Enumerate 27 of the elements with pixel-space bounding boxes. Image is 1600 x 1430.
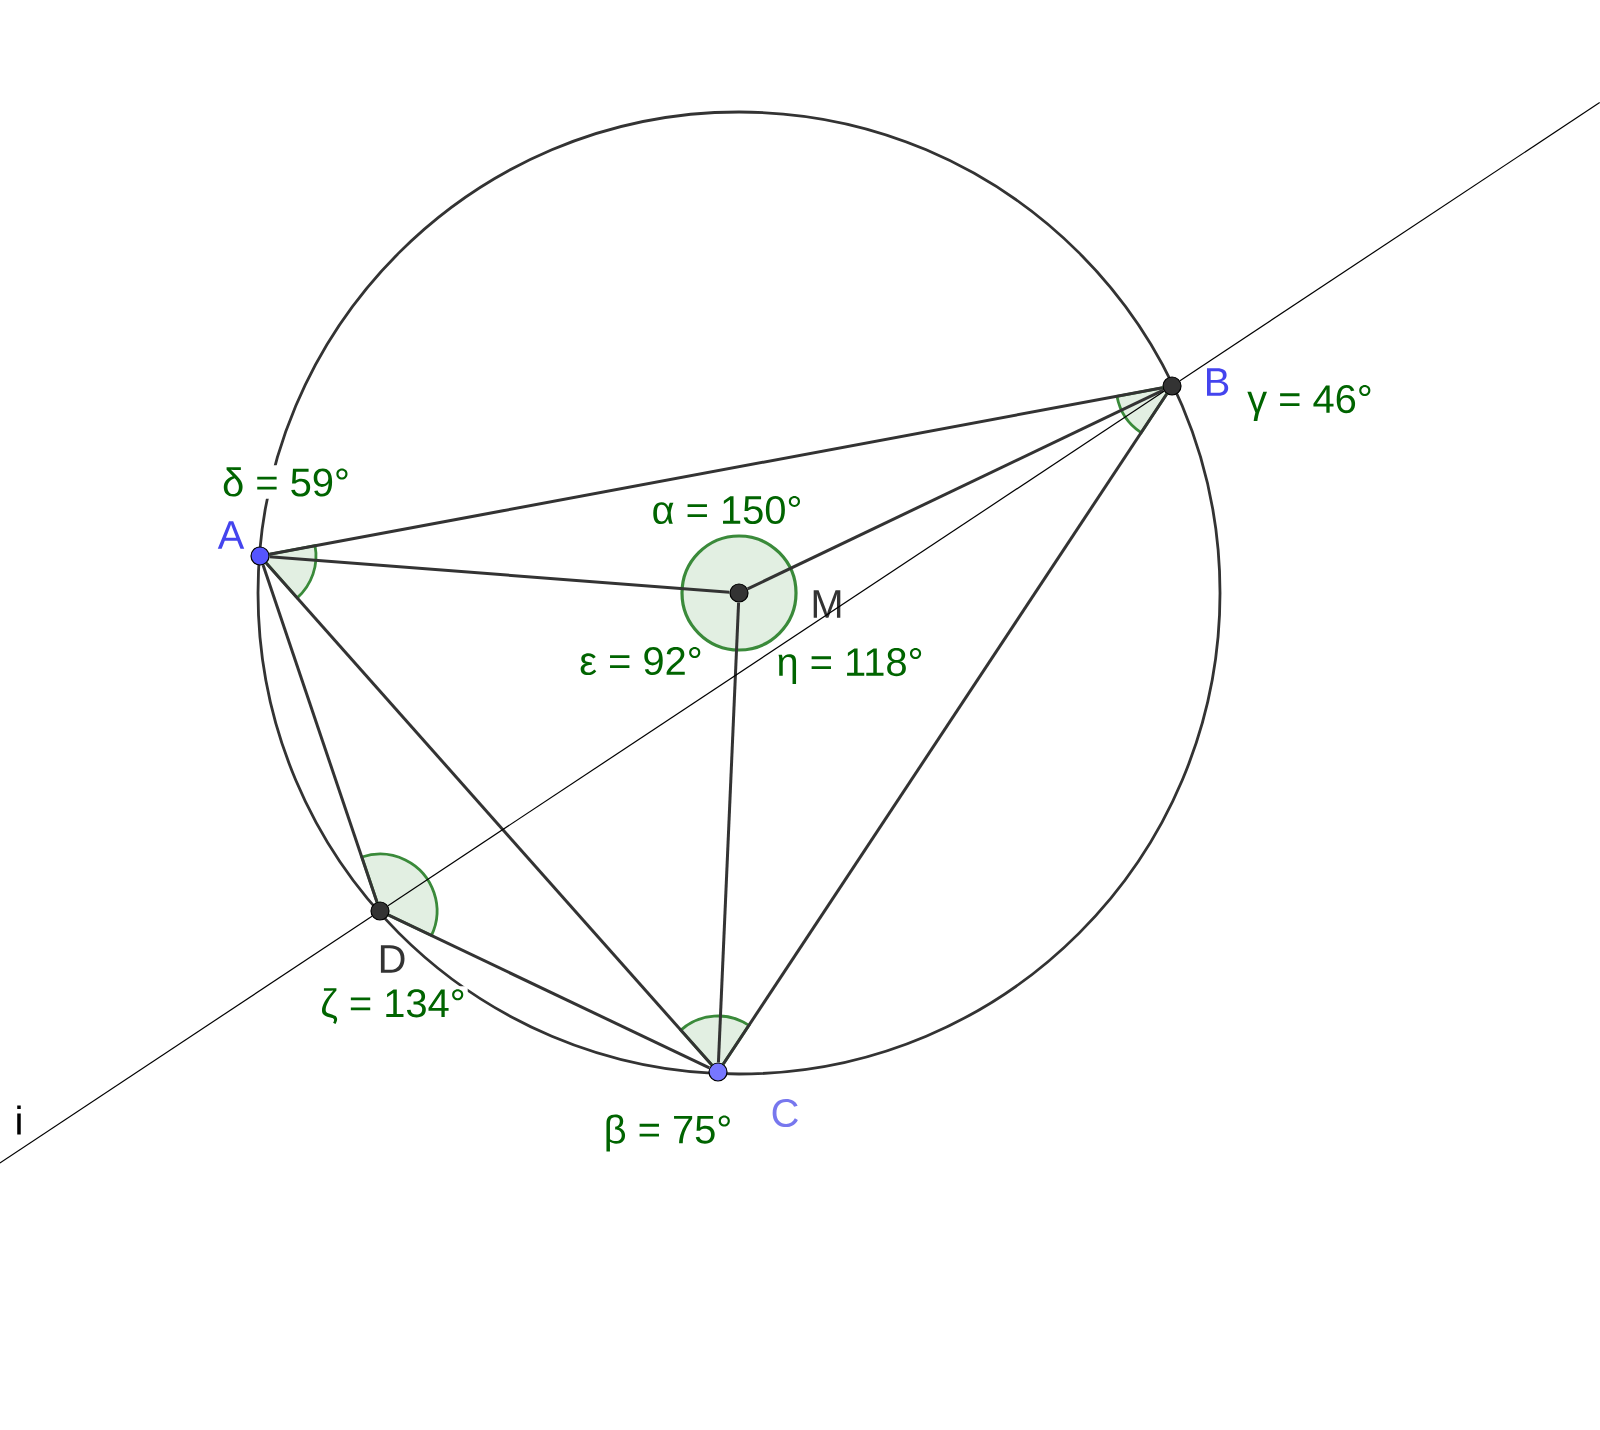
line [387, 390, 1165, 907]
angle-label: β = 75° [601, 1112, 735, 1154]
point-label: D [380, 945, 405, 973]
angle-label: δ = 59° [220, 465, 352, 499]
point [708, 1062, 728, 1082]
point [1162, 376, 1182, 396]
segment [747, 388, 1164, 591]
angle-label: ε = 92° [577, 644, 705, 678]
segment [269, 386, 1163, 556]
line-name: i [17, 1105, 21, 1135]
segment [722, 393, 1168, 1065]
point [729, 583, 749, 603]
point-label: C [772, 1098, 798, 1128]
point-label: A [217, 521, 245, 549]
angle-label: α = 150° [649, 493, 805, 527]
segment [269, 555, 730, 594]
segment [261, 564, 379, 903]
angle-label: η = 118° [774, 645, 926, 687]
point-label: B [1207, 368, 1229, 396]
segment [388, 913, 710, 1070]
segment [716, 602, 741, 1063]
angle-label: ζ = 134° [318, 986, 468, 1026]
point-label: M [813, 590, 841, 618]
segment [265, 562, 713, 1066]
angle-label: γ = 46° [1245, 382, 1375, 424]
point [370, 901, 390, 921]
point [250, 546, 270, 566]
